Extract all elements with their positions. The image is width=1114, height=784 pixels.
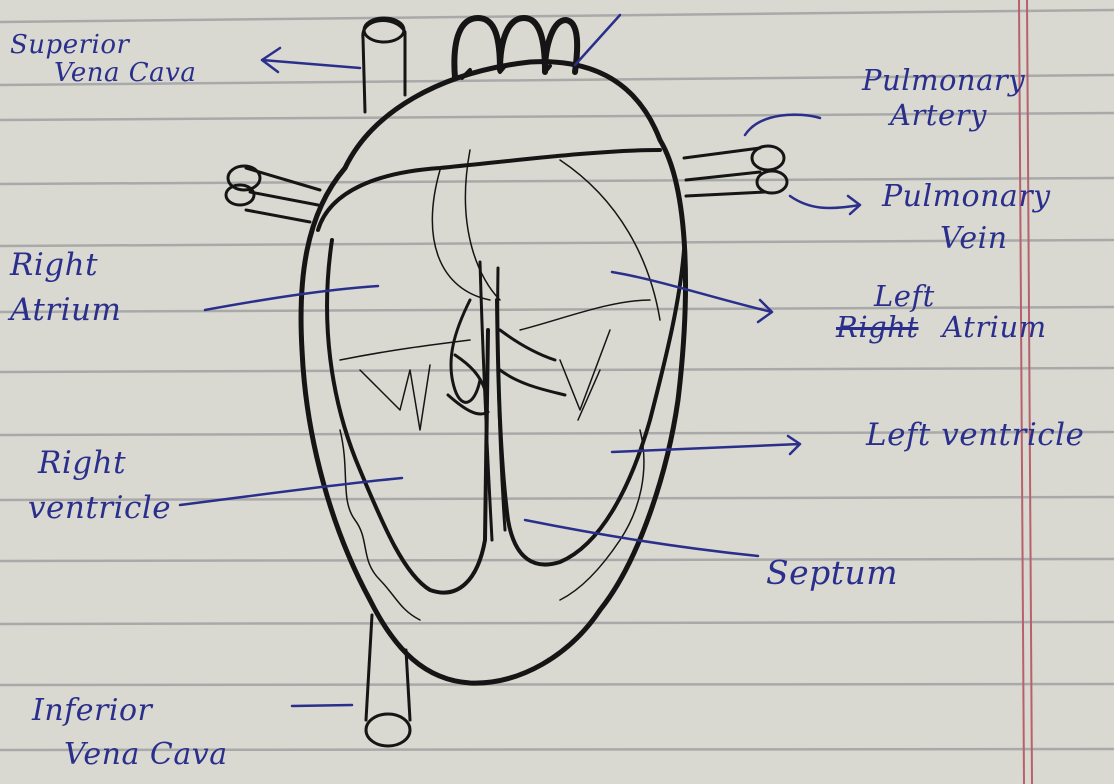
pulmonary-vein-label: Pulmonary Vein [882, 182, 1051, 254]
pulmonary-artery-label-line1: Pulmonary [862, 66, 1025, 95]
right-atrium-label-line1: Right [10, 250, 121, 281]
pulmonary-vein-label-line1: Pulmonary [882, 182, 1051, 212]
septum-label: Septum [766, 556, 898, 589]
pulmonary-artery-label-line2: Artery [890, 101, 1025, 130]
right-atrium-label-line2: Atrium [10, 295, 121, 326]
right-ventricle-label-line1: Right [38, 448, 171, 479]
superior-vena-cava-label-line2: Vena Cava [54, 60, 196, 86]
superior-vena-cava-label: Superior Vena Cava [10, 32, 196, 86]
left-atrium-struck-word: Right [836, 310, 919, 344]
left-atrium-word: Atrium [942, 310, 1046, 344]
left-atrium-label: Left Right Atrium [836, 282, 1047, 342]
right-ventricle-label: Right ventricle [38, 448, 171, 524]
pulmonary-vein-label-line2: Vein [940, 224, 1051, 254]
left-atrium-correction: Left [874, 282, 1047, 311]
heart-outline [226, 18, 787, 746]
right-atrium-label: Right Atrium [10, 250, 121, 326]
inferior-vena-cava-label-line2: Vena Cava [64, 740, 228, 770]
pulmonary-artery-label: Pulmonary Artery [862, 66, 1025, 130]
right-ventricle-label-line2: ventricle [28, 493, 171, 524]
left-ventricle-label: Left ventricle [866, 420, 1084, 451]
superior-vena-cava-label-line1: Superior [10, 32, 196, 58]
inferior-vena-cava-label: Inferior Vena Cava [32, 696, 228, 770]
inferior-vena-cava-label-line1: Inferior [32, 696, 228, 726]
